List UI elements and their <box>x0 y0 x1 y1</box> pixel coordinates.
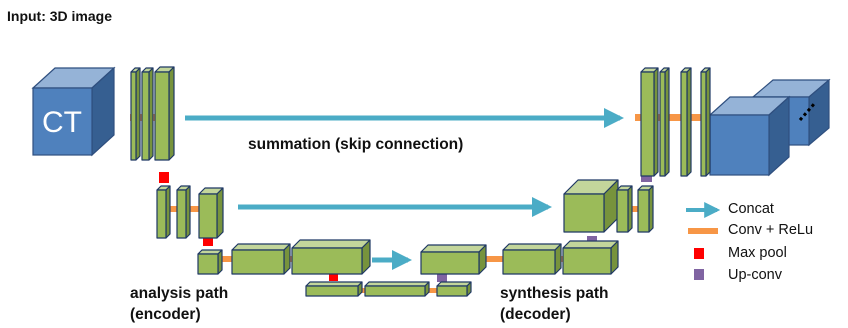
ct-label: CT <box>42 106 82 139</box>
legend-conv-relu: Conv + ReLu <box>728 222 814 238</box>
feature-map-block <box>176 185 191 239</box>
feature-map-block <box>305 281 363 297</box>
legend-max-pool: Max pool <box>728 245 787 261</box>
feature-map-block <box>659 67 670 177</box>
feature-map-block <box>616 185 633 233</box>
decoder-label-line1: synthesis path <box>500 285 609 302</box>
feature-map-block <box>364 281 430 297</box>
feature-map-block <box>562 240 619 275</box>
legend <box>686 202 721 280</box>
encoder-label-line1: analysis path <box>130 285 229 302</box>
feature-map-block <box>141 67 154 161</box>
purple-bar-icon <box>694 269 704 280</box>
encoder-label-line2: (encoder) <box>130 306 201 323</box>
feature-map-block <box>563 179 619 233</box>
feature-map-block <box>700 67 711 177</box>
diagram-title: Input: 3D image <box>7 8 113 24</box>
feature-map-block <box>420 244 487 275</box>
feature-map-blocks <box>130 66 711 297</box>
skip-connection-label: summation (skip connection) <box>248 136 464 153</box>
feature-map-block <box>198 187 224 239</box>
feature-map-block <box>502 243 562 275</box>
feature-map-block <box>156 185 171 239</box>
legend-up-conv: Up-conv <box>728 267 782 283</box>
feature-map-block <box>637 185 654 233</box>
legend-concat: Concat <box>728 201 774 217</box>
feature-map-block <box>197 249 223 275</box>
feature-map-block <box>231 243 291 275</box>
decoder-label-line2: (decoder) <box>500 306 571 323</box>
feature-map-block <box>640 67 659 177</box>
maxpool-markers <box>159 172 338 281</box>
feature-map-block <box>291 239 371 275</box>
feature-map-block <box>436 281 472 297</box>
orange-bar-icon <box>688 228 718 234</box>
input-ct-cube: CT <box>31 66 116 157</box>
red-square-icon <box>694 248 704 259</box>
feature-map-block <box>130 67 141 161</box>
feature-map-block <box>154 66 175 161</box>
feature-map-block <box>680 67 692 177</box>
output-cubes <box>708 78 831 177</box>
